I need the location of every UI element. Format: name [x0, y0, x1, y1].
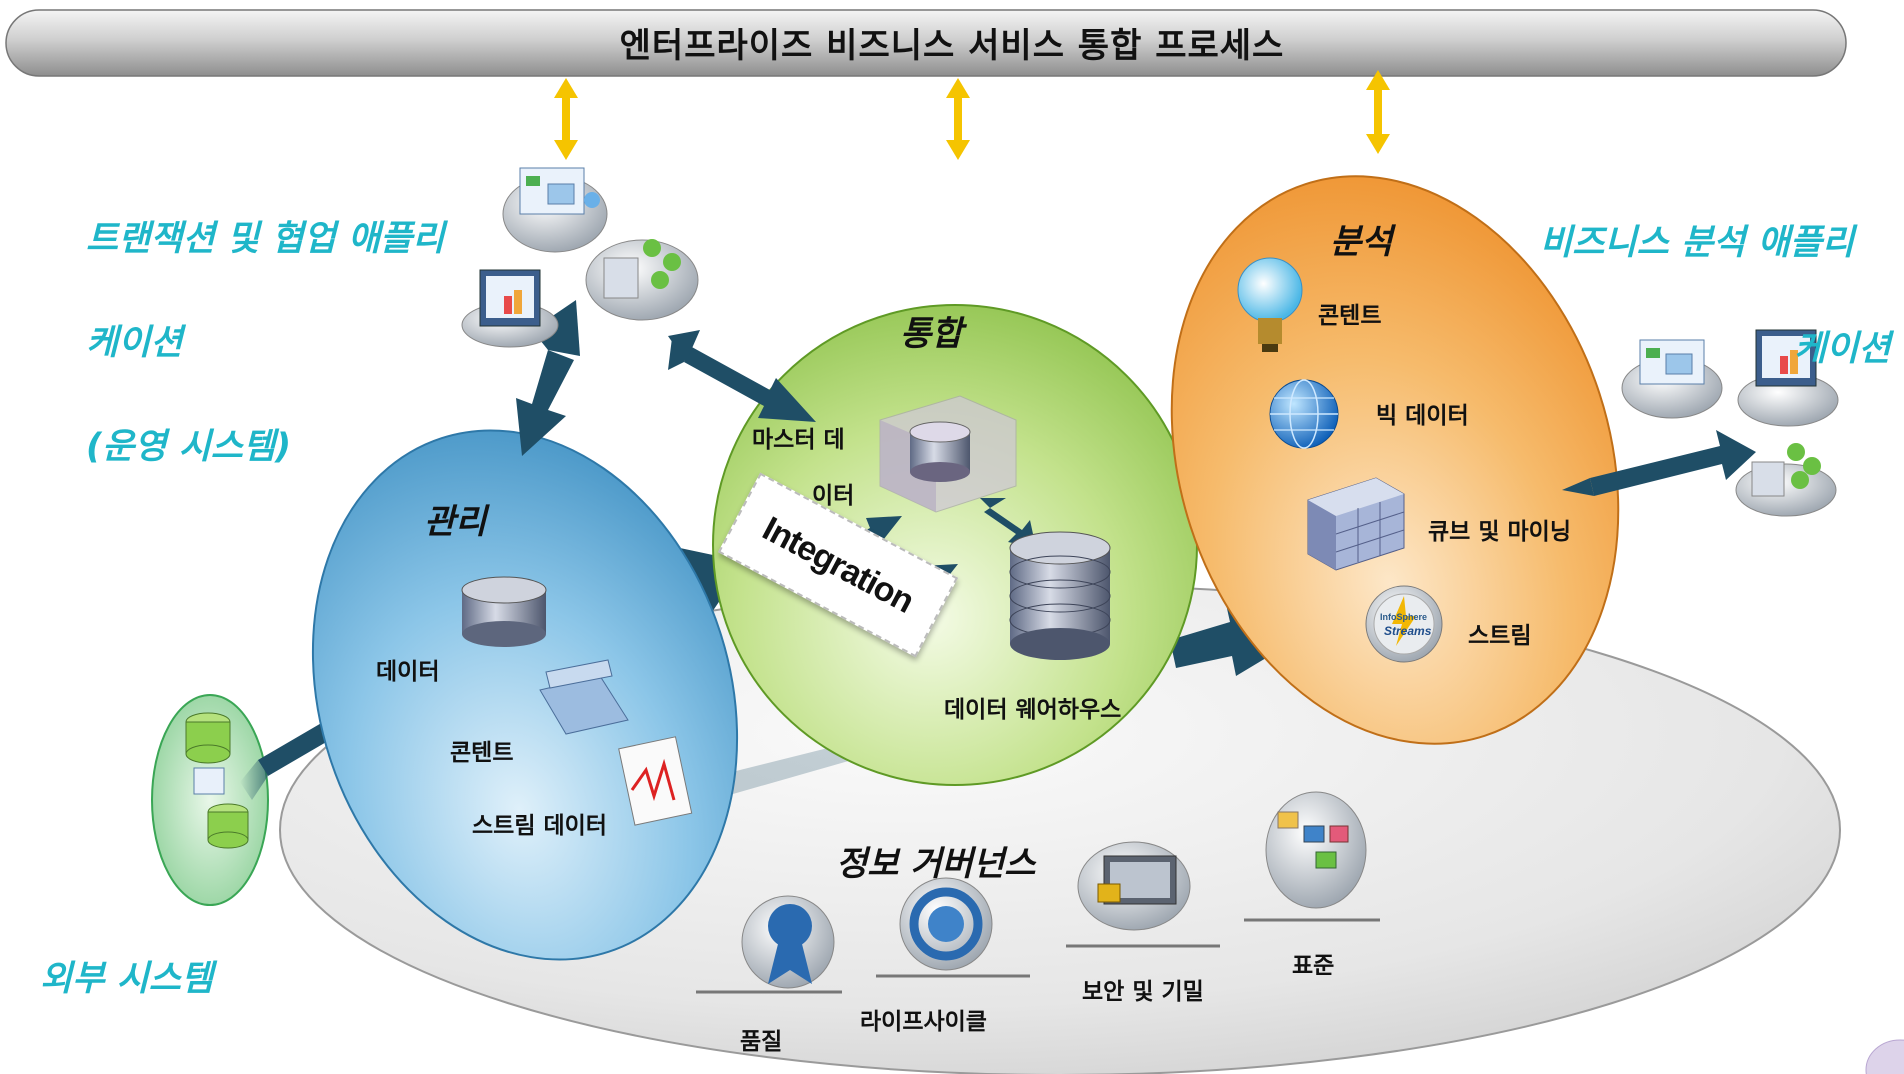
governance-quality-label: 품질 — [740, 1029, 783, 1055]
arrow-analyze-to-right-apps — [1562, 430, 1756, 496]
manage-data-label: 데이터 — [376, 659, 440, 685]
arrow-apps-to-integrate — [668, 330, 816, 422]
left-apps-label-line2: 케이션 — [86, 323, 183, 363]
security-monitor-icon — [1066, 841, 1220, 948]
external-systems-label: 외부 시스템 — [40, 959, 214, 999]
corner-decoration-icon — [1865, 1039, 1904, 1074]
governance-security-label: 보안 및 기밀 — [1082, 979, 1204, 1005]
stream-logo-text-line2: Streams — [1384, 624, 1432, 638]
external-zone — [151, 694, 269, 906]
standard-blocks-icon — [1244, 791, 1380, 922]
stream-logo-icon — [1365, 585, 1443, 663]
analyze-content-label: 콘텐트 — [1318, 303, 1382, 329]
arrow-governance-faded — [700, 740, 866, 800]
manage-content-label: 콘텐트 — [450, 740, 514, 766]
right-apps-label-line2: 케이션 — [1794, 329, 1891, 369]
master-data-cube-icon — [879, 395, 1017, 513]
governance-lifecycle-label: 라이프사이클 — [860, 1009, 987, 1035]
manage-zone — [311, 429, 739, 961]
double-arrow-left — [554, 78, 578, 160]
warehouse-label: 데이터 웨어하우스 — [944, 697, 1122, 723]
warehouse-cylinder-icon — [1009, 531, 1111, 660]
analyze-cube-label: 큐브 및 마이닝 — [1428, 519, 1571, 545]
left-apps-label-line3: (운영 시스템) — [86, 427, 292, 467]
left-apps-icon — [461, 167, 699, 348]
analyze-stream-label: 스트림 — [1468, 623, 1532, 649]
master-data-label-line1: 마스터 데 — [752, 427, 845, 453]
double-arrow-right — [1366, 70, 1390, 154]
content-lightbulb-icon — [1237, 257, 1303, 352]
governance-standard-label: 표준 — [1292, 953, 1335, 979]
analyze-title: 분석 — [1330, 222, 1393, 262]
analyze-bigdata-label: 빅 데이터 — [1376, 403, 1469, 429]
cube-mining-icon — [1307, 477, 1405, 571]
lifecycle-ring-icon — [876, 877, 1030, 978]
manage-data-cylinder-icon — [461, 576, 547, 647]
header-title: 엔터프라이즈 비즈니스 서비스 통합 프로세스 — [619, 26, 1285, 66]
external-db-icon — [185, 712, 249, 849]
manage-stream-label: 스트림 데이터 — [472, 813, 607, 839]
right-apps-icon — [1621, 329, 1839, 517]
left-apps-label-line1: 트랜잭션 및 협업 애플리 — [86, 219, 445, 259]
manage-content-folder-icon — [539, 659, 629, 735]
stream-logo-text-line1: InfoSphere — [1380, 612, 1428, 622]
double-arrow-center — [946, 78, 970, 160]
quality-ribbon-icon — [696, 895, 842, 994]
manage-title: 관리 — [424, 502, 487, 542]
bigdata-globe-icon — [1269, 379, 1339, 449]
integrate-title: 통합 — [900, 314, 963, 354]
top-process-bar — [5, 9, 1847, 77]
right-apps-label-line1: 비즈니스 분석 애플리 — [1540, 223, 1855, 263]
governance-title: 정보 거버넌스 — [836, 844, 1036, 884]
manage-stream-chart-icon — [618, 736, 693, 826]
